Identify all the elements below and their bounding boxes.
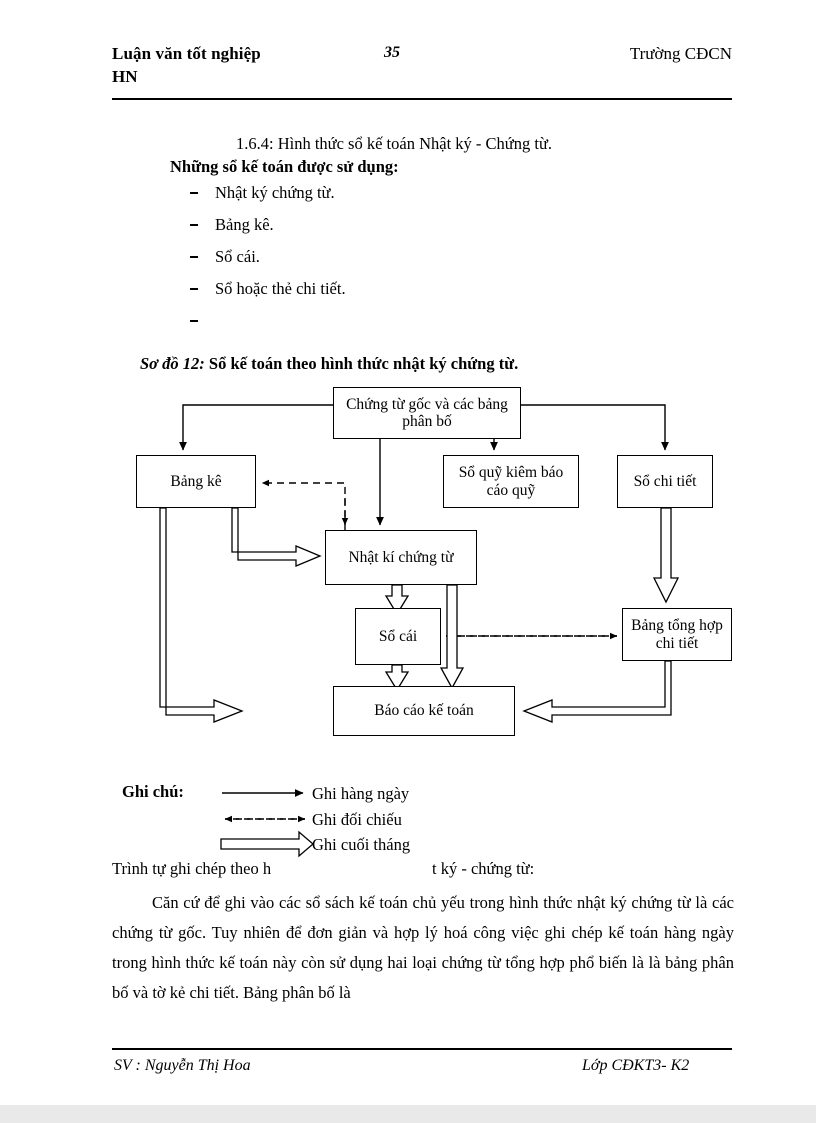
node-label: Sổ cái: [378, 627, 418, 645]
list-item-label: Sổ hoặc thẻ chi tiết.: [215, 279, 346, 298]
node-label: Sổ chi tiết: [633, 472, 697, 490]
node-so-cai: Sổ cái: [355, 608, 441, 665]
node-label: Bảng kê: [170, 472, 222, 490]
diagram-caption: Sơ đồ 12: Sổ kế toán theo hình thức nhật…: [140, 354, 518, 374]
header-right-title: Trường CĐCN: [629, 44, 732, 63]
legend-label-daily: Ghi hàng ngày: [312, 784, 410, 803]
legend-label-reconcile: Ghi đối chiếu: [312, 810, 402, 829]
list-item: [190, 314, 590, 346]
dash-bullet-icon: [190, 256, 198, 258]
hollow-arrow-icon: [220, 830, 314, 858]
node-chung-tu-goc: Chứng từ gốc và các bảng phân bố: [333, 387, 521, 439]
scan-edge: [0, 1105, 816, 1123]
list-item-label: Sổ cái.: [215, 247, 260, 266]
dash-bullet-icon: [190, 224, 198, 226]
header-page-number: 35: [384, 44, 400, 61]
list-item: Bảng kê.: [190, 215, 590, 250]
legend-title: Ghi chú:: [122, 782, 184, 801]
body-line-trinh-tu-right: t ký - chứng từ:: [432, 859, 535, 878]
section-subtitle: Những sổ kế toán được sử dụng:: [170, 157, 399, 176]
node-label: Sổ quỹ kiêm báo cáo quỹ: [458, 464, 564, 499]
footer-rule: [112, 1048, 732, 1050]
node-bang-tong-hop-chi-tiet: Bảng tổng hợp chi tiết: [622, 608, 732, 661]
node-label: Bảng tổng hợp chi tiết: [631, 617, 723, 652]
node-label: Nhật kí chứng từ: [348, 548, 454, 566]
book-list: Nhật ký chứng từ. Bảng kê. Sổ cái. Sổ ho…: [190, 183, 590, 346]
diagram-caption-text: Sổ kế toán theo hình thức nhật ký chứng …: [208, 354, 519, 373]
header-rule: [112, 98, 732, 100]
dash-bullet-icon: [190, 192, 198, 194]
legend-label-month-end: Ghi cuối tháng: [312, 835, 411, 854]
list-item: Sổ cái.: [190, 247, 590, 282]
list-item: Nhật ký chứng từ.: [190, 183, 590, 218]
section-title: 1.6.4: Hình thức sổ kế toán Nhật ký - Ch…: [236, 134, 553, 153]
node-label: Báo cáo kế toán: [374, 702, 474, 720]
list-item-label: Bảng kê.: [215, 215, 274, 234]
footer-class: Lớp CĐKT3- K2: [582, 1057, 690, 1074]
footer-student-name: SV : Nguyễn Thị Hoa: [114, 1057, 251, 1074]
list-item-label: Nhật ký chứng từ.: [215, 183, 335, 202]
node-nhat-ki-chung-tu: Nhật kí chứng từ: [325, 530, 477, 585]
node-bang-ke: Bảng kê: [136, 455, 256, 508]
header-left-title: Luận văn tốt nghiệp: [112, 44, 261, 63]
node-label: Chứng từ gốc và các bảng phân bố: [346, 395, 508, 430]
page-header-row: Luận văn tốt nghiệp 35 Trường CĐCN HN: [112, 44, 732, 86]
dash-bullet-icon: [190, 320, 198, 322]
list-item: Sổ hoặc thẻ chi tiết.: [190, 279, 590, 314]
body-paragraph-text: Căn cứ để ghi vào các sổ sách kế toán ch…: [112, 893, 734, 1002]
node-so-chi-tiet: Sổ chi tiết: [617, 455, 713, 508]
diagram-caption-number: Sơ đồ 12:: [140, 354, 205, 373]
node-so-quy-kiem-bao-cao-quy: Sổ quỹ kiêm báo cáo quỹ: [443, 455, 579, 508]
dash-bullet-icon: [190, 288, 198, 290]
page-header: Luận văn tốt nghiệp 35 Trường CĐCN HN: [112, 44, 732, 86]
body-line-trinh-tu-left: Trình tự ghi chép theo h: [112, 859, 272, 878]
node-bao-cao-ke-toan: Báo cáo kế toán: [333, 686, 515, 736]
header-left-title-cont: HN: [112, 67, 138, 86]
body-paragraph: Căn cứ để ghi vào các sổ sách kế toán ch…: [112, 888, 734, 1008]
